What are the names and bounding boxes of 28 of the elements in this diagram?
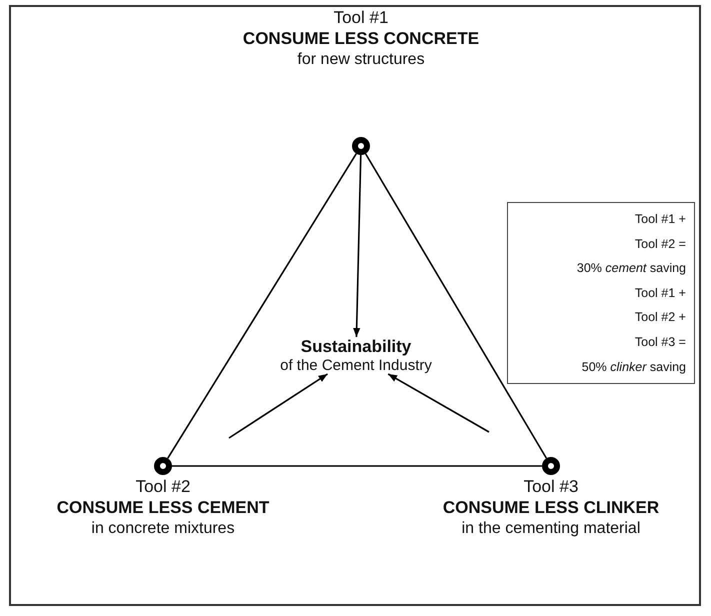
triangle-side-line [364, 153, 548, 459]
goal-subtitle: of the Cement Industry [279, 357, 433, 374]
triangle-side-line [167, 153, 357, 459]
arrow [353, 154, 362, 338]
triangle-side-line [172, 465, 542, 467]
summary-box [507, 202, 695, 384]
summary-line: Tool #2 = [634, 236, 686, 253]
tool-heading: CONSUME LESS CONCRETE [242, 28, 480, 49]
vertex-dot [154, 457, 172, 475]
summary-line: Tool #3 = [634, 334, 686, 351]
summary-line: Tool #2 + [634, 309, 686, 326]
tool-number: Tool #2 [134, 476, 192, 497]
tool-number: Tool #3 [522, 476, 580, 497]
goal-heading: Sustainability [300, 337, 412, 357]
summary-line: 50% clinker saving [580, 358, 686, 376]
tool-description: for new structures [296, 50, 426, 70]
tool-heading: CONSUME LESS CLINKER [442, 497, 660, 518]
tool-heading: CONSUME LESS CEMENT [56, 497, 270, 518]
vertex-dot [352, 137, 370, 155]
tool-description: in concrete mixtures [90, 519, 236, 539]
summary-line: Tool #1 + [634, 284, 686, 302]
arrow [228, 373, 328, 439]
summary-line: Tool #1 + [634, 211, 686, 228]
summary-line: 30% cement saving [576, 260, 686, 278]
tool-number: Tool #1 [332, 7, 390, 28]
tool-description: in the cementing material [460, 519, 642, 539]
vertex-dot [542, 457, 560, 475]
arrow [388, 373, 490, 433]
